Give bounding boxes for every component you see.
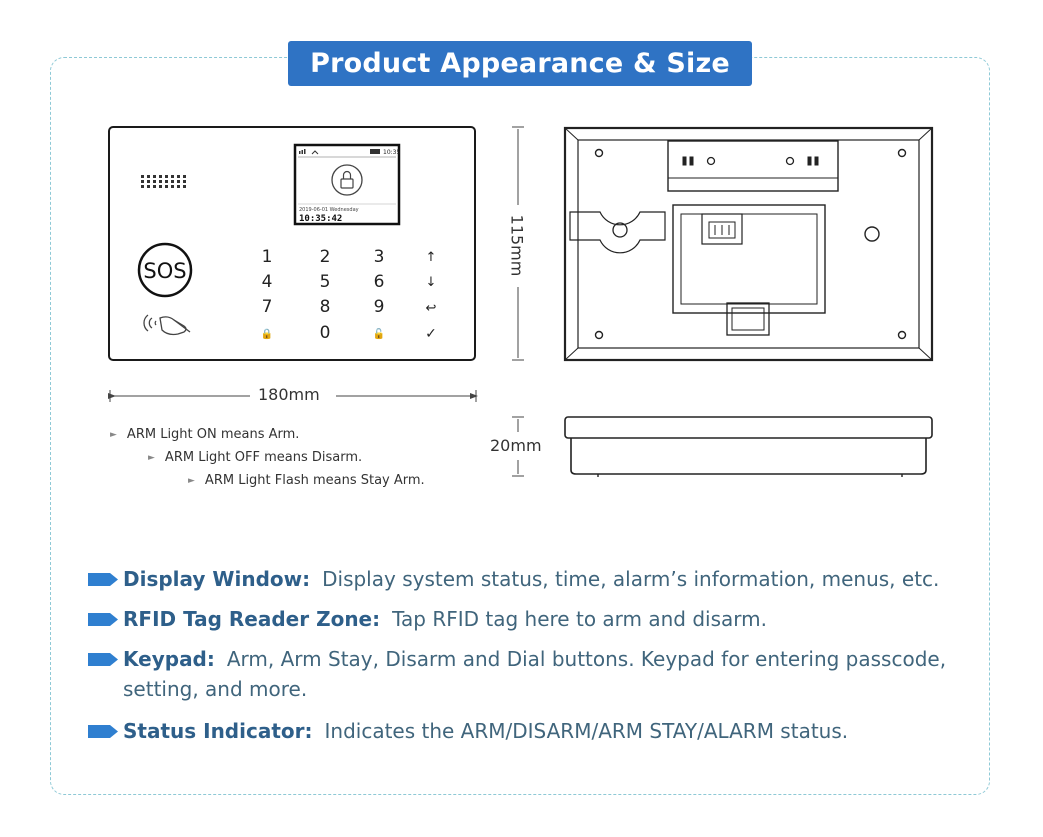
width-dimension [108, 390, 478, 402]
key-back: ↩ [426, 301, 437, 316]
key-8: 8 [320, 297, 331, 317]
key-lock: 🔒 [261, 328, 273, 340]
key-4: 4 [262, 272, 273, 292]
note-arm-off: ►ARM Light OFF means Disarm. [148, 450, 363, 465]
speaker-grille [141, 175, 186, 188]
sos-label: SOS [143, 259, 186, 283]
side-profile [564, 416, 933, 477]
mounting-hole [594, 148, 907, 340]
rfid-icon [143, 314, 191, 336]
feature-display-window: Display Window:Display system status, ti… [123, 567, 940, 591]
signal-icon [299, 149, 306, 154]
depth-dimension [512, 416, 524, 477]
height-dimension [512, 126, 524, 361]
key-9: 9 [374, 297, 385, 317]
front-panel: 10:35 2019-06-01 Wednesday 10:35:42 SOS … [108, 126, 476, 361]
depth-label: 20mm [486, 436, 546, 455]
feature-keypad: Keypad:Arm, Arm Stay, Disarm and Dial bu… [123, 647, 947, 701]
key-6: 6 [374, 272, 385, 292]
key-7: 7 [262, 297, 273, 317]
back-panel [563, 126, 934, 362]
status-time: 10:35 [383, 149, 400, 156]
title-banner: Product Appearance & Size [288, 41, 752, 86]
battery-icon [370, 149, 380, 154]
key-1: 1 [262, 247, 273, 267]
clock: 10:35:42 [299, 214, 342, 224]
key-5: 5 [320, 272, 331, 292]
keypad: 1 2 3 ↑ 4 5 6 ↓ 7 8 9 ↩ 🔒 0 🔓 ✓ [261, 247, 437, 343]
key-unlock: 🔓 [373, 327, 385, 340]
date-line: 2019-06-01 Wednesday [299, 207, 359, 213]
note-arm-on: ►ARM Light ON means Arm. [110, 427, 300, 442]
key-down: ↓ [426, 275, 437, 290]
feature-bullets [88, 573, 118, 738]
lock-status-icon [331, 164, 363, 196]
width-label: 180mm [254, 385, 324, 404]
sos-button: SOS [137, 242, 193, 298]
key-0: 0 [320, 323, 331, 343]
feature-rfid-zone: RFID Tag Reader Zone:Tap RFID tag here t… [123, 607, 767, 631]
height-label: 115mm [507, 206, 527, 285]
display-window: 10:35 2019-06-01 Wednesday 10:35:42 [293, 143, 400, 226]
key-confirm: ✓ [425, 326, 437, 342]
feature-status-indicator: Status Indicator:Indicates the ARM/DISAR… [123, 719, 849, 743]
key-3: 3 [374, 247, 385, 267]
key-2: 2 [320, 247, 331, 267]
wifi-icon [311, 150, 319, 155]
page-title: Product Appearance & Size [310, 48, 730, 79]
note-arm-flash: ►ARM Light Flash means Stay Arm. [188, 473, 425, 488]
key-up: ↑ [426, 250, 437, 265]
